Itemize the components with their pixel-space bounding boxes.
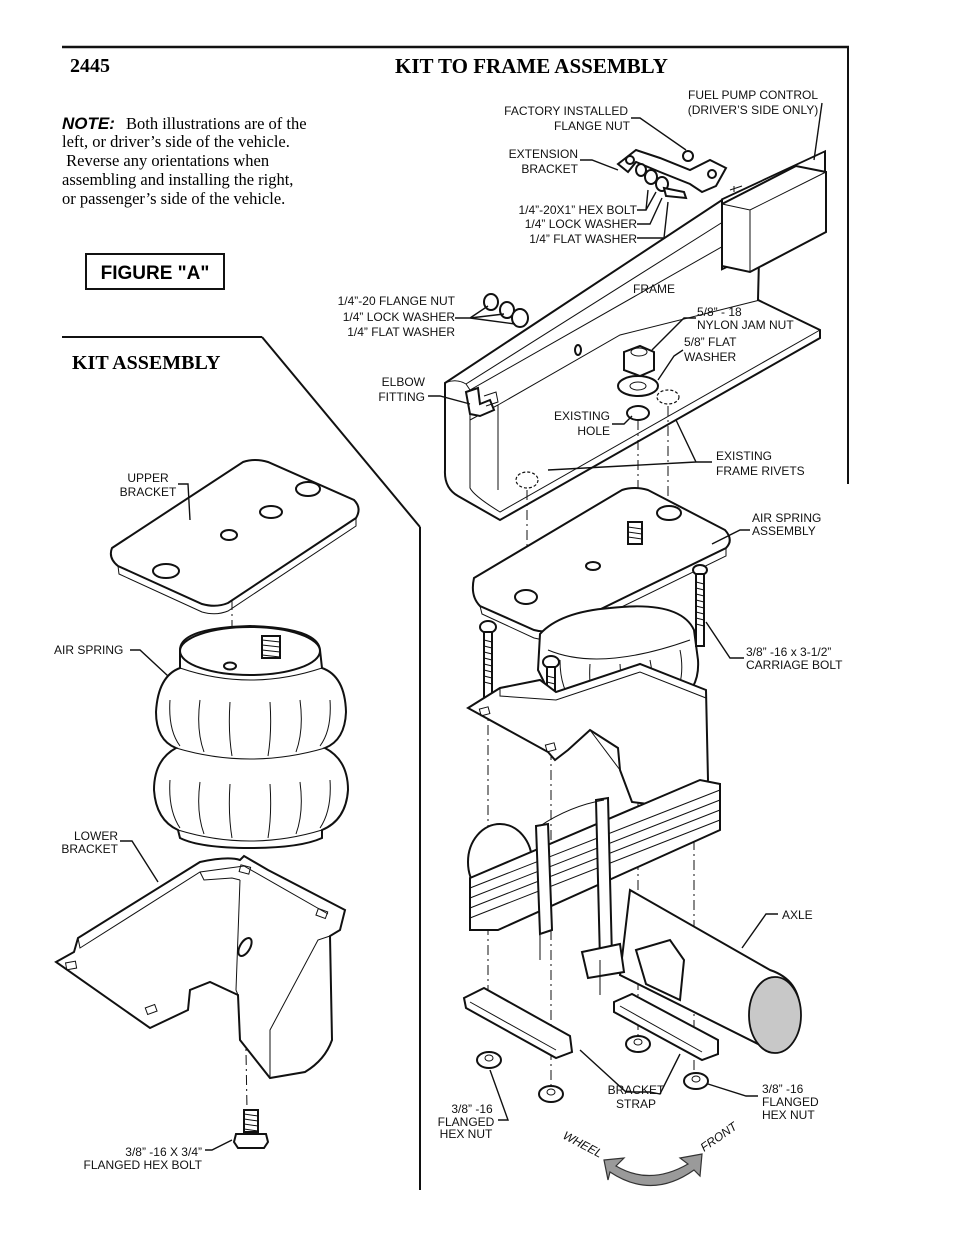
label-carriage-bolt-1: 3/8” -16 x 3-1/2”	[746, 645, 831, 659]
note-line-4: assembling and installing the right,	[62, 170, 293, 189]
jam-nut-drawing	[515, 344, 680, 489]
label-frame-rivets-1: EXISTING	[716, 449, 772, 463]
lower-bracket-drawing	[54, 854, 347, 1080]
label-flange-nut-group-3: 1/4” FLAT WASHER	[347, 325, 455, 339]
upper-bracket-drawing	[109, 459, 360, 615]
label-extension-bracket-2: BRACKET	[521, 162, 578, 176]
axle-end	[748, 976, 802, 1054]
note-line-5: or passenger’s side of the vehicle.	[62, 189, 285, 208]
flange-nut-washers-drawing	[483, 293, 582, 356]
label-jam-nut-1: 5/8” - 18	[697, 305, 742, 319]
label-hex-bolt-group-1: 1/4”-20X1” HEX BOLT	[519, 203, 638, 217]
label-bracket-strap-2: STRAP	[616, 1097, 656, 1111]
label-hex-nut-right-1: 3/8” -16	[762, 1082, 804, 1096]
label-frame-rivets-2: FRAME RIVETS	[716, 464, 805, 478]
label-hex-bolt-1: 3/8” -16 X 3/4”	[125, 1145, 202, 1159]
kit-assembly-title: KIT ASSEMBLY	[72, 352, 221, 374]
label-air-spring: AIR SPRING	[54, 643, 123, 657]
label-elbow-fitting-2: FITTING	[378, 390, 425, 404]
label-flat-washer-2: WASHER	[684, 350, 737, 364]
page-borders	[62, 45, 849, 1190]
flanged-hex-nuts-drawing	[476, 1035, 709, 1103]
note-line-1: Both illustrations are of the	[126, 114, 307, 133]
label-hex-nut-left-3: HEX NUT	[440, 1127, 493, 1141]
label-fuel-pump-control-1: FUEL PUMP CONTROL	[688, 88, 818, 102]
label-hex-bolt-group-2: 1/4” LOCK WASHER	[525, 217, 638, 231]
label-lower-bracket-1: LOWER	[74, 829, 118, 843]
label-hex-nut-right-3: HEX NUT	[762, 1108, 815, 1122]
air-spring-drawing	[152, 624, 350, 850]
label-air-spring-assembly-2: ASSEMBLY	[752, 524, 816, 538]
label-existing-hole-2: HOLE	[577, 424, 610, 438]
curved-double-arrow-icon	[603, 1153, 703, 1187]
label-flange-nut-group-2: 1/4” LOCK WASHER	[343, 310, 456, 324]
bracket-straps-drawing	[462, 986, 719, 1062]
label-axle: AXLE	[782, 908, 813, 922]
extension-bracket-drawing	[616, 148, 728, 200]
note-line-2: left, or driver’s side of the vehicle.	[62, 132, 290, 151]
elbow-fitting-drawing	[464, 386, 499, 418]
label-hex-bolt-2: FLANGED HEX BOLT	[84, 1158, 203, 1172]
lower-bracket-right-drawing	[466, 662, 710, 808]
fuel-pump-control-drawing	[721, 164, 827, 274]
page-number: 2445	[70, 55, 110, 77]
label-hex-nut-right-2: FLANGED	[762, 1095, 819, 1109]
label-elbow-fitting-1: ELBOW	[382, 375, 426, 389]
label-jam-nut-2: NYLON JAM NUT	[697, 318, 794, 332]
label-carriage-bolt-2: CARRIAGE BOLT	[746, 658, 843, 672]
label-flat-washer-1: 5/8” FLAT	[684, 335, 737, 349]
label-upper-bracket-1: UPPER	[127, 471, 169, 485]
leaf-spring-axle-drawing	[467, 778, 802, 1054]
label-hex-nut-left-1: 3/8” -16	[451, 1102, 493, 1116]
page-title: KIT TO FRAME ASSEMBLY	[395, 54, 668, 78]
note-line-3: Reverse any orientations when	[62, 151, 269, 170]
label-factory-flange-nut-1: FACTORY INSTALLED	[504, 104, 628, 118]
label-upper-bracket-2: BRACKET	[120, 485, 177, 499]
orientation-arrow: WHEEL FRONT	[561, 1118, 741, 1187]
label-fuel-pump-control-2: (DRIVER’S SIDE ONLY)	[688, 103, 818, 117]
label-front: FRONT	[698, 1118, 741, 1154]
note-block: NOTE: Both illustrations are of the left…	[62, 114, 307, 208]
label-factory-flange-nut-2: FLANGE NUT	[554, 119, 631, 133]
label-air-spring-assembly-1: AIR SPRING	[752, 511, 821, 525]
label-bracket-strap-1: BRACKET	[608, 1083, 665, 1097]
label-existing-hole-1: EXISTING	[554, 409, 610, 423]
label-wheel: WHEEL	[561, 1128, 605, 1160]
label-extension-bracket-1: EXTENSION	[509, 147, 578, 161]
figure-label: FIGURE "A"	[101, 263, 210, 284]
label-hex-nut-left-2: FLANGED	[438, 1115, 495, 1129]
hex-bolt-drawing	[232, 1109, 270, 1149]
note-label: NOTE:	[62, 114, 115, 133]
label-frame: FRAME	[633, 282, 675, 296]
label-lower-bracket-2: BRACKET	[61, 842, 118, 856]
figure-label-box	[85, 253, 225, 290]
label-flange-nut-group-1: 1/4”-20 FLANGE NUT	[338, 294, 456, 308]
label-hex-bolt-group-3: 1/4” FLAT WASHER	[529, 232, 637, 246]
